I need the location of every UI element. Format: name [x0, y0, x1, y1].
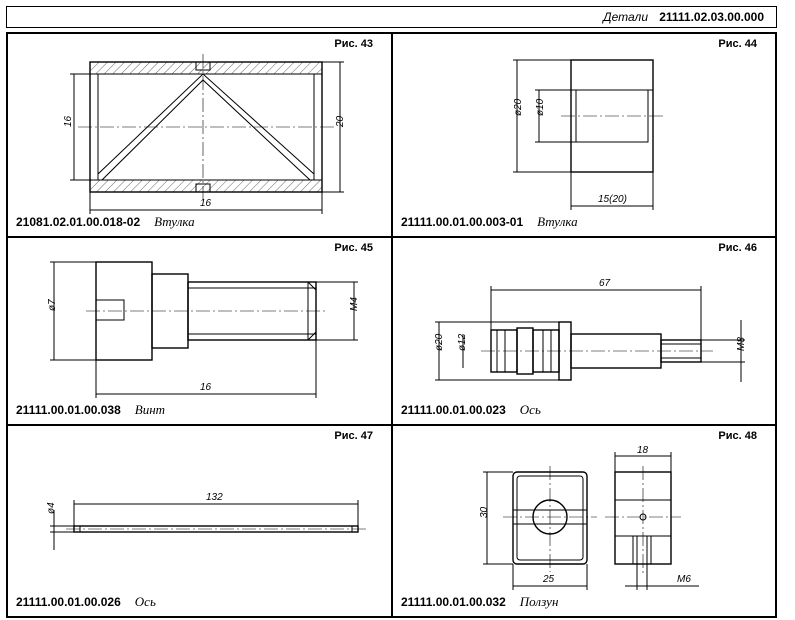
slider-drawing: 30 25 18 M6 [479, 445, 699, 590]
part-caption: 21111.00.01.00.026 Ось [16, 594, 156, 610]
screw-drawing: ø7 M4 16 [47, 261, 360, 398]
figure-number: Рис. 45 [334, 242, 373, 254]
part-code: 21111.00.01.00.003-01 [401, 215, 524, 229]
figure-number: Рис. 43 [334, 38, 373, 50]
dim-thread: M8 [736, 337, 747, 351]
part-code: 21081.02.01.00.018-02 [16, 215, 141, 229]
dim-diameter: ø4 [46, 502, 57, 514]
figure-number: Рис. 48 [718, 430, 757, 442]
figure-number: Рис. 46 [718, 242, 757, 254]
part-caption: 21081.02.01.00.018-02 Втулка [16, 214, 195, 230]
axle-drawing: 67 ø20 ø12 M8 [434, 278, 747, 382]
panel-fig-44: Рис. 44 ø20 ø10 15(20) [391, 32, 777, 238]
dim-thread: M4 [349, 297, 360, 311]
bushing-drawing: ø20 ø10 15(20) [513, 59, 665, 210]
dim-outer-height: 20 [335, 115, 346, 128]
dim-length: 132 [206, 492, 223, 503]
part-code: 21111.00.01.00.023 [401, 403, 506, 417]
part-code: 21111.00.01.00.026 [16, 595, 121, 609]
part-name: Ось [519, 402, 541, 417]
dim-head-diameter: ø7 [47, 299, 58, 311]
dim-width: 15(20) [598, 194, 627, 205]
dim-collar-diameter: ø20 [434, 333, 445, 351]
panel-fig-45: Рис. 45 ø7 M4 16 21111.00.01 [6, 236, 393, 426]
part-name: Втулка [537, 214, 578, 229]
dim-total-length: 67 [599, 278, 611, 289]
bottom-wall-hatch [90, 180, 322, 192]
part-caption: 21111.00.01.00.038 Винт [16, 402, 165, 418]
dim-inner-height: 16 [63, 115, 74, 127]
dim-width: 25 [542, 574, 555, 585]
panel-fig-47: Рис. 47 132 ø4 21111.00.01.00.026 Ось [6, 424, 393, 618]
part-name: Ползун [519, 594, 559, 609]
figure-number: Рис. 44 [718, 38, 757, 50]
part-caption: 21111.00.01.00.023 Ось [401, 402, 541, 418]
dim-height: 30 [479, 506, 490, 518]
part-name: Винт [134, 402, 166, 417]
dim-thread: M6 [677, 574, 691, 585]
part-caption: 21111.00.01.00.032 Ползун [401, 594, 558, 610]
part-code: 21111.00.01.00.032 [401, 595, 506, 609]
dim-depth: 18 [637, 445, 649, 456]
part-caption: 21111.00.01.00.003-01 Втулка [401, 214, 578, 230]
dim-bore-diameter: ø10 [535, 98, 546, 116]
dim-length: 16 [200, 382, 212, 393]
top-wall-hatch [90, 62, 322, 74]
part-name: Втулка [154, 214, 195, 229]
dim-shaft-diameter: ø12 [457, 333, 468, 351]
dim-outer-diameter: ø20 [513, 98, 524, 116]
pin-drawing: 132 ø4 [46, 492, 366, 550]
header-label: Детали [603, 10, 648, 24]
bushing-drawing: 16 20 16 [63, 54, 346, 214]
screw-slot [96, 299, 125, 321]
sheet-header: Детали 21111.02.03.00.000 [6, 6, 777, 28]
panel-fig-46: Рис. 46 67 ø20 ø12 [391, 236, 777, 426]
dim-length: 16 [200, 198, 212, 209]
header-code: 21111.02.03.00.000 [659, 10, 764, 24]
part-code: 21111.00.01.00.038 [16, 403, 121, 417]
threaded-hole [632, 535, 652, 565]
part-name: Ось [134, 594, 156, 609]
bore [575, 89, 649, 143]
panel-fig-43: Рис. 43 16 [6, 32, 393, 238]
panel-fig-48: Рис. 48 30 25 [391, 424, 777, 618]
figure-number: Рис. 47 [334, 430, 373, 442]
